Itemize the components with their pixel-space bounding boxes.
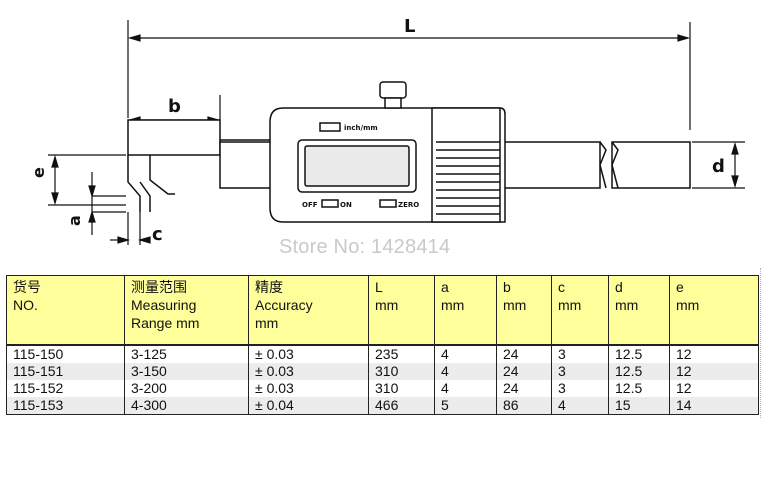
cell-c: 3 [551, 344, 609, 363]
cell-L: 466 [368, 397, 435, 415]
cell-e: 12 [669, 363, 759, 380]
label-e: e [29, 167, 48, 178]
cell-accuracy: ± 0.04 [248, 397, 369, 415]
cell-b: 24 [496, 363, 552, 380]
label-zero: ZERO [398, 201, 419, 209]
cell-e: 12 [669, 344, 759, 363]
cell-L: 310 [368, 380, 435, 397]
table-row: 115-153 4-300 ± 0.04 466 5 86 4 15 14 [6, 397, 759, 415]
cell-d: 15 [608, 397, 670, 415]
cell-range: 4-300 [124, 397, 249, 415]
label-d: d [712, 156, 725, 177]
cell-accuracy: ± 0.03 [248, 344, 369, 363]
cell-L: 235 [368, 344, 435, 363]
cell-no: 115-151 [6, 363, 125, 380]
cell-accuracy: ± 0.03 [248, 363, 369, 380]
grip-texture [436, 141, 500, 215]
table-row: 115-151 3-150 ± 0.03 310 4 24 3 12.5 12 [6, 363, 759, 380]
cell-b: 24 [496, 380, 552, 397]
cell-a: 5 [434, 397, 497, 415]
cell-range: 3-200 [124, 380, 249, 397]
label-inch-mm: inch/mm [344, 124, 378, 132]
cell-d: 12.5 [608, 363, 670, 380]
cell-e: 12 [669, 380, 759, 397]
cell-no: 115-153 [6, 397, 125, 415]
right-edge-marker [760, 268, 767, 418]
dimension-c [110, 212, 151, 245]
label-L: L [404, 16, 415, 37]
label-a: a [65, 215, 84, 226]
cell-c: 3 [551, 363, 609, 380]
cell-c: 4 [551, 397, 609, 415]
cell-a: 4 [434, 380, 497, 397]
cell-no: 115-152 [6, 380, 125, 397]
label-c: c [152, 224, 163, 245]
label-off: OFF [302, 201, 318, 209]
table-row: 115-150 3-125 ± 0.03 235 4 24 3 12.5 12 [6, 344, 759, 363]
cell-accuracy: ± 0.03 [248, 380, 369, 397]
store-watermark: Store No: 1428414 [279, 236, 451, 258]
cell-b: 24 [496, 344, 552, 363]
cell-d: 12.5 [608, 380, 670, 397]
cell-range: 3-150 [124, 363, 249, 380]
cell-no: 115-150 [6, 344, 125, 363]
caliper-drawing: L b d e [29, 16, 745, 245]
cell-L: 310 [368, 363, 435, 380]
label-b: b [168, 96, 181, 117]
dimension-a [88, 172, 126, 235]
dimension-d [692, 141, 745, 189]
cell-d: 12.5 [608, 344, 670, 363]
caliper-display-body [269, 81, 506, 223]
cell-b: 86 [496, 397, 552, 415]
cell-range: 3-125 [124, 344, 249, 363]
dimension-e [48, 154, 126, 206]
cell-c: 3 [551, 380, 609, 397]
cell-a: 4 [434, 344, 497, 363]
cell-a: 4 [434, 363, 497, 380]
dimension-L [127, 20, 691, 130]
label-on: ON [340, 201, 352, 209]
table-row: 115-152 3-200 ± 0.03 310 4 24 3 12.5 12 [6, 380, 759, 397]
cell-e: 14 [669, 397, 759, 415]
